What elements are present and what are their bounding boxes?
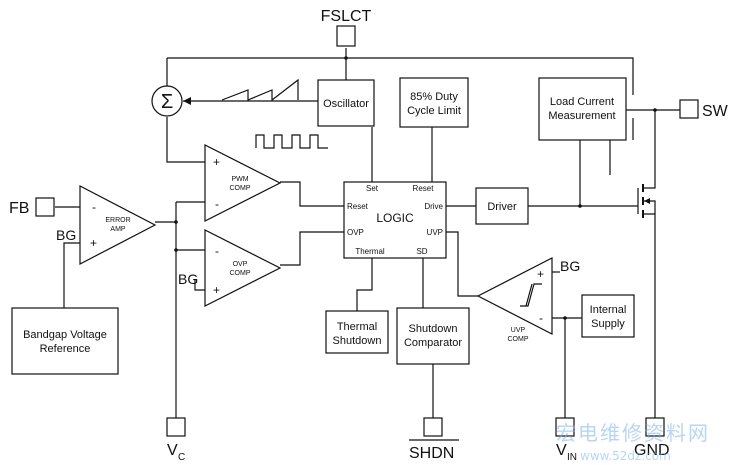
bandgap-line2: Reference [40,343,91,355]
vc-label: V [167,442,178,459]
logic-block [343,181,447,259]
logic-port-ovp: OVP [347,228,364,237]
logic-port-uvp: UVP [427,228,443,237]
oscillator-block [317,79,375,127]
sw-pin[interactable] [679,99,699,119]
junction-dots [174,56,657,320]
fslct-label: FSLCT [321,8,372,25]
ovp-comp-minus: - [215,244,219,258]
vc-sub-label: C [178,452,185,463]
pwm-comp [204,144,282,222]
oscillator-label: Oscillator [323,98,369,110]
bg-label-ovp: BG [178,271,198,287]
error-amp-line2: AMP [110,226,126,233]
logic-label: LOGIC [376,211,414,225]
internal-supply-block [581,294,635,338]
internal-line2: Supply [591,318,625,330]
thermal-line2: Shutdown [333,335,382,347]
ovp-comp-line1: OVP [233,261,248,268]
driver-block [475,187,529,225]
vin-label: V [556,442,567,459]
vin-sub-label: IN [567,452,577,463]
load-line1: Load Current [550,96,614,108]
summing-node [151,85,183,117]
shdn-label: SHDN [409,445,454,462]
vin-pin[interactable] [555,417,575,437]
ovp-comp-line2: COMP [230,270,251,277]
shutdown-comparator-block [396,307,470,365]
fslct-pin[interactable] [336,25,356,47]
sigma-icon: Σ [161,91,173,113]
logic-port-reset-left: Reset [347,202,369,211]
pwm-comp-minus: - [215,197,219,211]
uvp-comp-minus: - [539,311,543,325]
duty-cycle-block [399,77,469,128]
thermal-shutdown-block [325,310,389,354]
error-amp [79,185,157,265]
bandgap-block [11,307,119,375]
watermark-url: www.52dz.com [580,449,671,463]
pwm-comp-line2: COMP [230,185,251,192]
uvp-comp-line2: COMP [508,336,529,343]
arrow-to-sigma-icon [183,97,191,105]
uvp-comp-plus: + [537,267,544,281]
internal-line1: Internal [590,304,627,316]
shutdown-line2: Comparator [404,337,462,349]
ovp-comp-plus: + [213,283,220,297]
logic-port-thermal: Thermal [355,247,385,256]
uvp-comp-line1: UVP [511,327,526,334]
fb-pin[interactable] [35,197,55,217]
square-waveform-icon [255,134,328,149]
logic-port-drive: Drive [424,202,443,211]
bandgap-line1: Bandgap Voltage [23,329,107,341]
load-line2: Measurement [548,110,615,122]
sawtooth-waveform-icon [221,78,299,102]
vc-pin[interactable] [166,417,186,437]
shutdown-line1: Shutdown [409,323,458,335]
watermark: 宏电维修资料网 [556,421,710,445]
shdn-pin[interactable] [423,417,443,437]
error-amp-plus: + [90,236,97,250]
fb-label: FB [9,200,29,217]
pwm-comp-plus: + [213,155,220,169]
bg-label-uvp: BG [560,258,580,274]
logic-port-set: Set [366,184,379,193]
hysteresis-icon [520,283,542,307]
driver-label: Driver [487,201,517,213]
thermal-line1: Thermal [337,321,377,333]
gnd-label: GND [634,442,670,459]
sw-label: SW [702,103,729,120]
gnd-pin[interactable] [645,417,665,437]
bg-label-error-amp: BG [56,227,76,243]
uvp-comp [476,257,553,335]
logic-port-sd: SD [416,247,427,256]
logic-port-reset-top: Reset [413,184,435,193]
duty-line2: Cycle Limit [407,105,461,117]
power-mosfet-icon [637,183,656,220]
error-amp-minus: - [92,200,96,214]
wires [55,48,680,420]
pwm-comp-line1: PWM [231,176,248,183]
load-current-block [538,77,627,141]
duty-line1: 85% Duty [410,91,458,103]
ovp-comp [204,229,282,307]
error-amp-line1: ERROR [105,217,130,224]
